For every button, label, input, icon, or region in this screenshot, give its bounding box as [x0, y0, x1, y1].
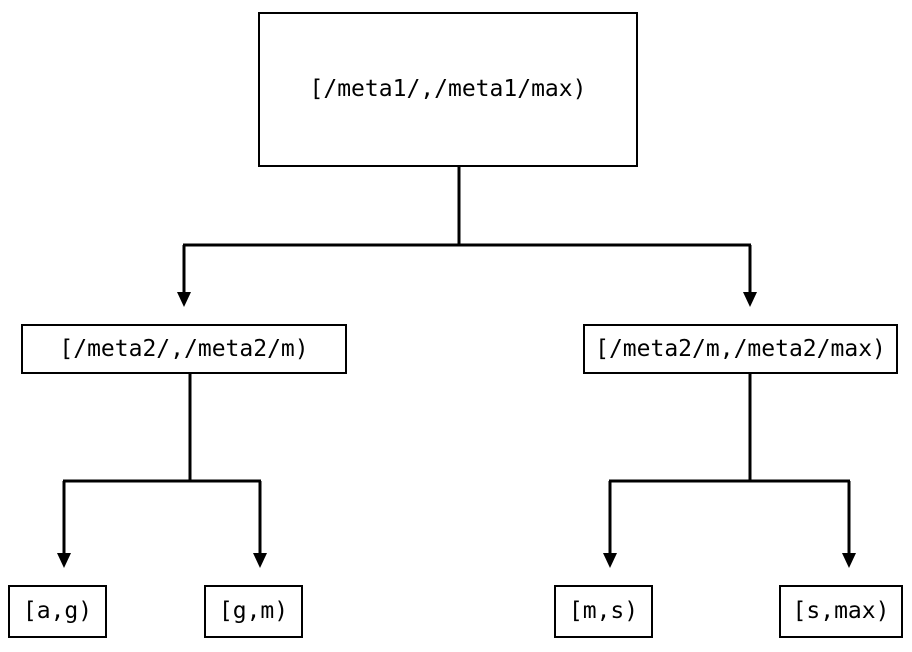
tree-node-root[interactable]: [/meta1/,/meta1/max): [258, 12, 638, 167]
tree-node-leaf-ag[interactable]: [a,g): [8, 585, 107, 638]
tree-node-leaf-gm[interactable]: [g,m): [204, 585, 303, 638]
tree-node-leaf-ms[interactable]: [m,s): [554, 585, 653, 638]
tree-node-root-label: [/meta1/,/meta1/max): [309, 76, 587, 102]
arrowhead-mid-right-to-leaf-smax: [842, 553, 856, 568]
tree-node-leaf-ag-label: [a,g): [22, 598, 93, 624]
tree-node-mid-right[interactable]: [/meta2/m,/meta2/max): [583, 324, 898, 374]
tree-node-mid-left-label: [/meta2/,/meta2/m): [59, 335, 309, 362]
tree-node-leaf-smax[interactable]: [s,max): [779, 585, 903, 638]
tree-node-mid-right-label: [/meta2/m,/meta2/max): [595, 335, 886, 362]
arrowhead-mid-left-to-leaf-ag: [57, 553, 71, 568]
arrowhead-root-to-mid-left: [177, 292, 191, 307]
tree-node-leaf-smax-label: [s,max): [792, 598, 890, 624]
tree-node-leaf-ms-label: [m,s): [568, 598, 639, 624]
tree-node-mid-left[interactable]: [/meta2/,/meta2/m): [21, 324, 347, 374]
arrowhead-mid-left-to-leaf-gm: [253, 553, 267, 568]
arrowhead-root-to-mid-right: [743, 292, 757, 307]
tree-node-leaf-gm-label: [g,m): [218, 598, 289, 624]
arrowhead-mid-right-to-leaf-ms: [603, 553, 617, 568]
